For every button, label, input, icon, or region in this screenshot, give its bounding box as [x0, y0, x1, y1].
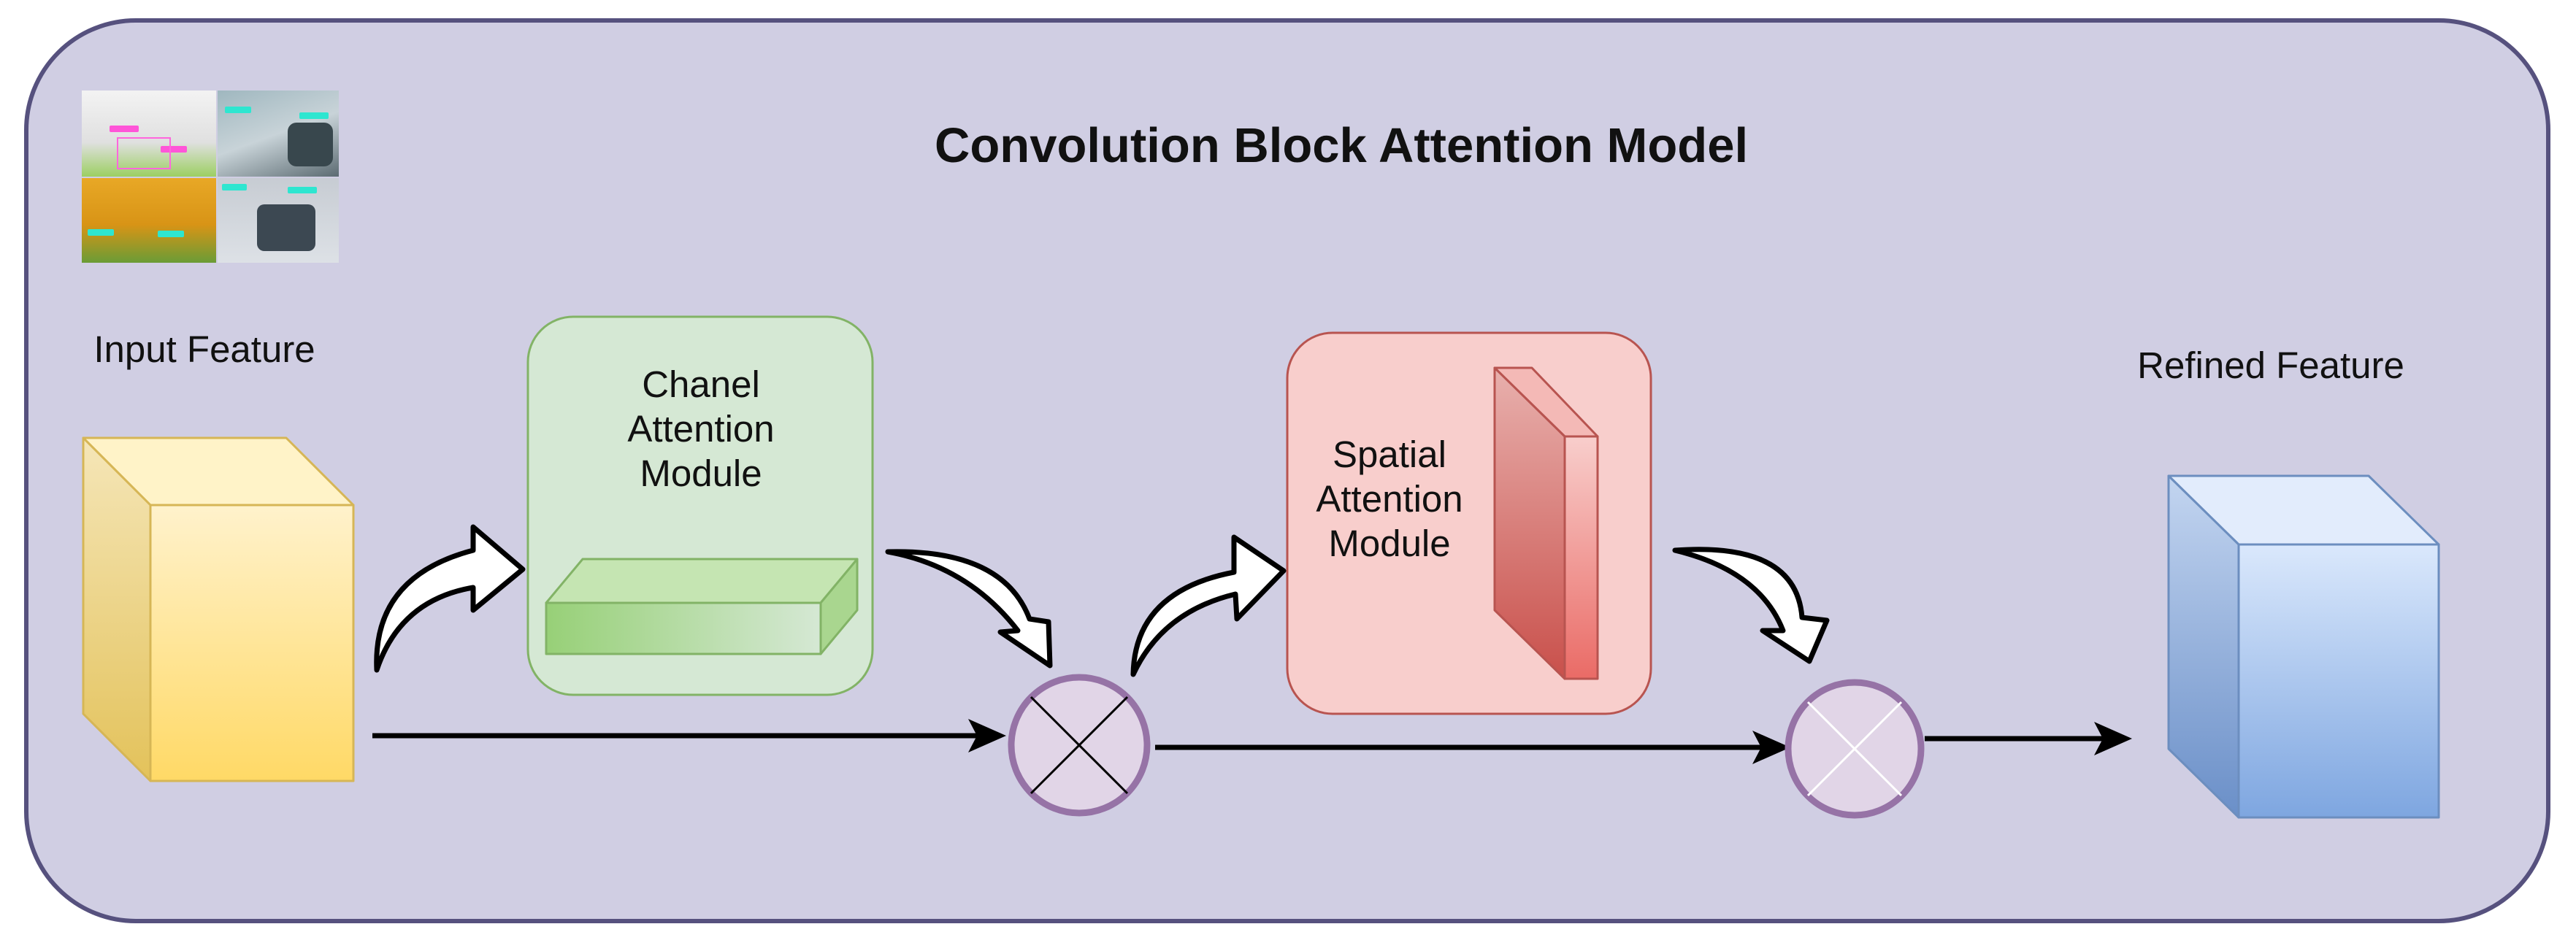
arrowhead-1: [968, 719, 1006, 752]
input-feature-label: Input Feature: [93, 328, 315, 370]
channel-label-line-3: Module: [640, 453, 762, 495]
multiply-icon: [1008, 674, 1151, 817]
arrowhead-2: [1752, 731, 1790, 764]
arrowhead-3: [2094, 722, 2132, 755]
channel-attention-bar: [545, 558, 859, 655]
spatial-attention-label: Spatial Attention Module: [1289, 432, 1490, 566]
spatial-label-line-1: Spatial: [1333, 434, 1446, 475]
refined-feature-cube: [2167, 474, 2440, 819]
curved-arrow-icon: [885, 549, 1053, 669]
image-grid-icon: [82, 91, 339, 263]
flow-arrows: [372, 719, 2132, 764]
channel-attention-label: Chanel Attention Module: [540, 362, 862, 496]
thumbnail-1: [82, 91, 216, 177]
spatial-attention-slab: [1493, 366, 1599, 680]
input-feature-cube: [82, 436, 355, 782]
thumbnail-3: [82, 178, 216, 263]
curved-arrow-icon: [1672, 547, 1830, 664]
curved-arrow-icon: [374, 524, 526, 673]
multiply-icon: [1785, 679, 1925, 819]
channel-label-line-1: Chanel: [642, 363, 760, 405]
spatial-label-line-3: Module: [1328, 523, 1451, 565]
spatial-label-line-2: Attention: [1316, 478, 1463, 520]
channel-label-line-2: Attention: [627, 408, 775, 450]
thumbnail-4: [218, 178, 339, 263]
thumbnail-2: [218, 91, 339, 177]
refined-feature-label: Refined Feature: [2137, 344, 2404, 386]
diagram-title: Convolution Block Attention Model: [935, 118, 1749, 173]
curved-arrow-icon: [1130, 534, 1287, 677]
